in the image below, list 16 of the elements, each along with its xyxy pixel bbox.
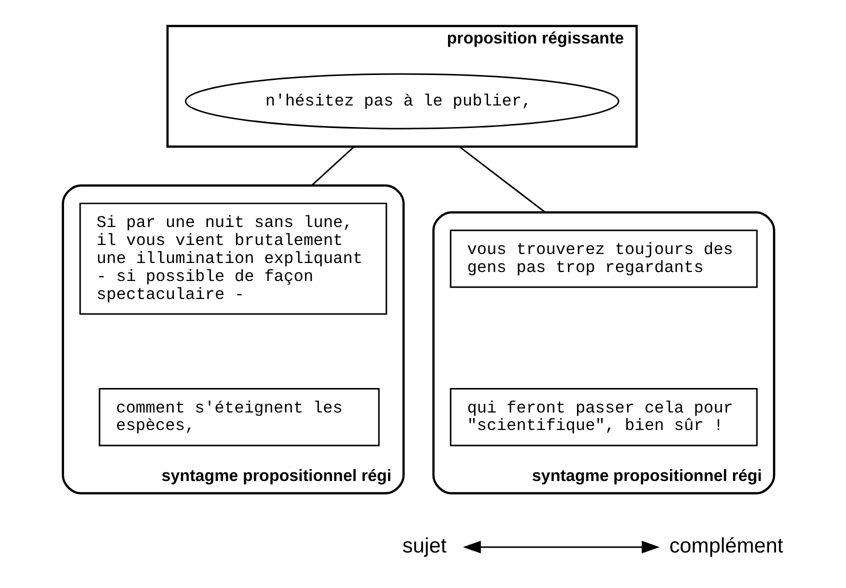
node-box: comment s'éteignent les espèces,	[98, 388, 380, 446]
arrow	[462, 540, 660, 554]
node-ellipse: n'hésitez pas à le publier,	[184, 73, 620, 130]
cluster	[432, 211, 776, 494]
node-text: sujet	[402, 534, 447, 558]
node-label: proposition régissante	[446, 30, 624, 48]
connector	[458, 146, 546, 213]
connector	[311, 146, 355, 186]
node-box: vous trouverez toujours des gens pas trop regardants	[450, 230, 758, 288]
node-box: qui feront passer cela pour "scientifique", bien sûr !	[450, 388, 758, 446]
node-label: syntagme propositionnel régi	[162, 467, 392, 486]
cluster	[166, 24, 638, 148]
node-label: syntagme propositionnel régi	[532, 467, 762, 486]
cluster	[62, 184, 405, 494]
node-box: Si par une nuit sans lune, il vous vient brutalement une illumination expliquant - si possible de façon spectaculaire -	[79, 202, 388, 315]
node-text: complément	[669, 534, 784, 558]
